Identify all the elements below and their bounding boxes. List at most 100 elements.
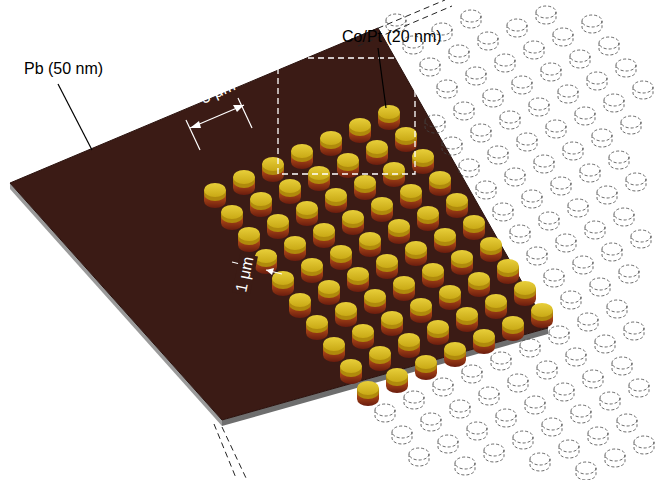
dashed-disc xyxy=(542,418,562,436)
dashed-disc xyxy=(450,400,470,418)
dashed-disc xyxy=(449,45,469,63)
co-pt-disc xyxy=(371,197,393,222)
co-pt-disc xyxy=(429,171,451,196)
dashed-disc xyxy=(573,256,593,274)
dashed-disc xyxy=(553,28,573,46)
co-pt-disc xyxy=(444,342,466,367)
dashed-disc xyxy=(570,50,590,68)
co-pt-disc xyxy=(279,179,301,204)
co-pt-disc xyxy=(400,184,422,209)
dashed-disc xyxy=(582,15,602,33)
co-pt-disc xyxy=(320,131,342,156)
co-pt-disc xyxy=(468,272,490,297)
dashed-disc xyxy=(575,107,595,125)
dashed-disc xyxy=(520,339,540,357)
co-pt-disc xyxy=(233,170,255,195)
co-pt-disc xyxy=(456,307,478,332)
extension-line xyxy=(238,98,252,128)
co-pt-disc xyxy=(410,298,432,323)
co-pt-disc xyxy=(354,175,376,200)
dashed-disc xyxy=(631,230,651,248)
co-pt-disc xyxy=(395,127,417,152)
dashed-disc xyxy=(607,300,627,318)
dashed-disc xyxy=(534,155,554,173)
co-pt-disc xyxy=(415,355,437,380)
co-pt-disc xyxy=(342,210,364,235)
co-pt-disc xyxy=(301,258,323,283)
dashed-disc xyxy=(621,116,641,134)
dashed-disc xyxy=(510,225,530,243)
dashed-disc xyxy=(462,365,482,383)
dashed-disc xyxy=(602,243,622,261)
dashed-disc xyxy=(512,76,532,94)
dashed-disc xyxy=(549,326,569,344)
co-pt-disc xyxy=(405,241,427,266)
co-pt-disc xyxy=(388,219,410,244)
dashed-disc xyxy=(493,203,513,221)
co-pt-disc xyxy=(514,281,536,306)
dashed-disc xyxy=(409,448,429,466)
dashed-disc xyxy=(476,181,496,199)
dashed-disc xyxy=(583,370,603,388)
co-pt-disc xyxy=(340,359,362,384)
co-pt-disc xyxy=(366,140,388,165)
co-pt-disc xyxy=(386,368,408,393)
dashed-disc xyxy=(544,269,564,287)
dashed-disc xyxy=(634,436,654,454)
pb-film xyxy=(10,28,548,420)
dashed-disc xyxy=(522,190,542,208)
dashed-disc xyxy=(375,404,395,422)
dashed-disc xyxy=(585,221,605,239)
co-pt-disc xyxy=(349,118,371,143)
co-pt-disc xyxy=(238,227,260,252)
co-pt-disc xyxy=(262,157,284,182)
dashed-disc xyxy=(539,212,559,230)
dashed-disc xyxy=(546,120,566,138)
co-pt-disc xyxy=(473,329,495,354)
dashed-disc xyxy=(438,435,458,453)
co-pt-disc xyxy=(434,228,456,253)
co-pt-disc xyxy=(323,337,345,362)
co-pt-disc xyxy=(393,276,415,301)
dashed-disc xyxy=(592,129,612,147)
dashed-disc xyxy=(505,168,525,186)
dashed-disc xyxy=(459,159,479,177)
dashed-disc xyxy=(600,392,620,410)
arrow-head xyxy=(233,105,244,112)
co-pt-disc xyxy=(296,201,318,226)
dashed-disc xyxy=(508,374,528,392)
dashed-disc xyxy=(529,98,549,116)
dashed-disc xyxy=(404,391,424,409)
dashed-disc xyxy=(587,72,607,90)
dashed-disc xyxy=(588,427,608,445)
co-pt-disc xyxy=(313,223,335,248)
material-label: Co/Pt (20 nm) xyxy=(340,28,444,46)
co-pt-disc xyxy=(364,289,386,314)
co-pt-disc xyxy=(417,206,439,231)
dashed-disc xyxy=(595,335,615,353)
dashed-disc xyxy=(392,426,412,444)
co-pt-disc xyxy=(308,166,330,191)
dashed-disc xyxy=(590,278,610,296)
leader-line xyxy=(378,48,386,108)
dashed-disc xyxy=(455,457,475,475)
dashed-disc xyxy=(454,102,474,120)
dashed-disc xyxy=(626,173,646,191)
cut-line xyxy=(214,424,236,478)
co-pt-disc xyxy=(204,183,226,208)
co-pt-disc xyxy=(485,294,507,319)
dashed-disc xyxy=(563,142,583,160)
dashed-disc xyxy=(488,146,508,164)
dashed-disc xyxy=(609,151,629,169)
dashed-disc xyxy=(619,265,639,283)
dashed-disc xyxy=(612,357,632,375)
dashed-disc xyxy=(580,164,600,182)
dashed-disc xyxy=(530,453,550,471)
dashed-disc xyxy=(479,387,499,405)
dashed-disc xyxy=(633,81,653,99)
arrow-head xyxy=(266,268,274,275)
dashed-disc xyxy=(421,413,441,431)
dashed-disc xyxy=(604,94,624,112)
extension-line xyxy=(186,120,200,150)
